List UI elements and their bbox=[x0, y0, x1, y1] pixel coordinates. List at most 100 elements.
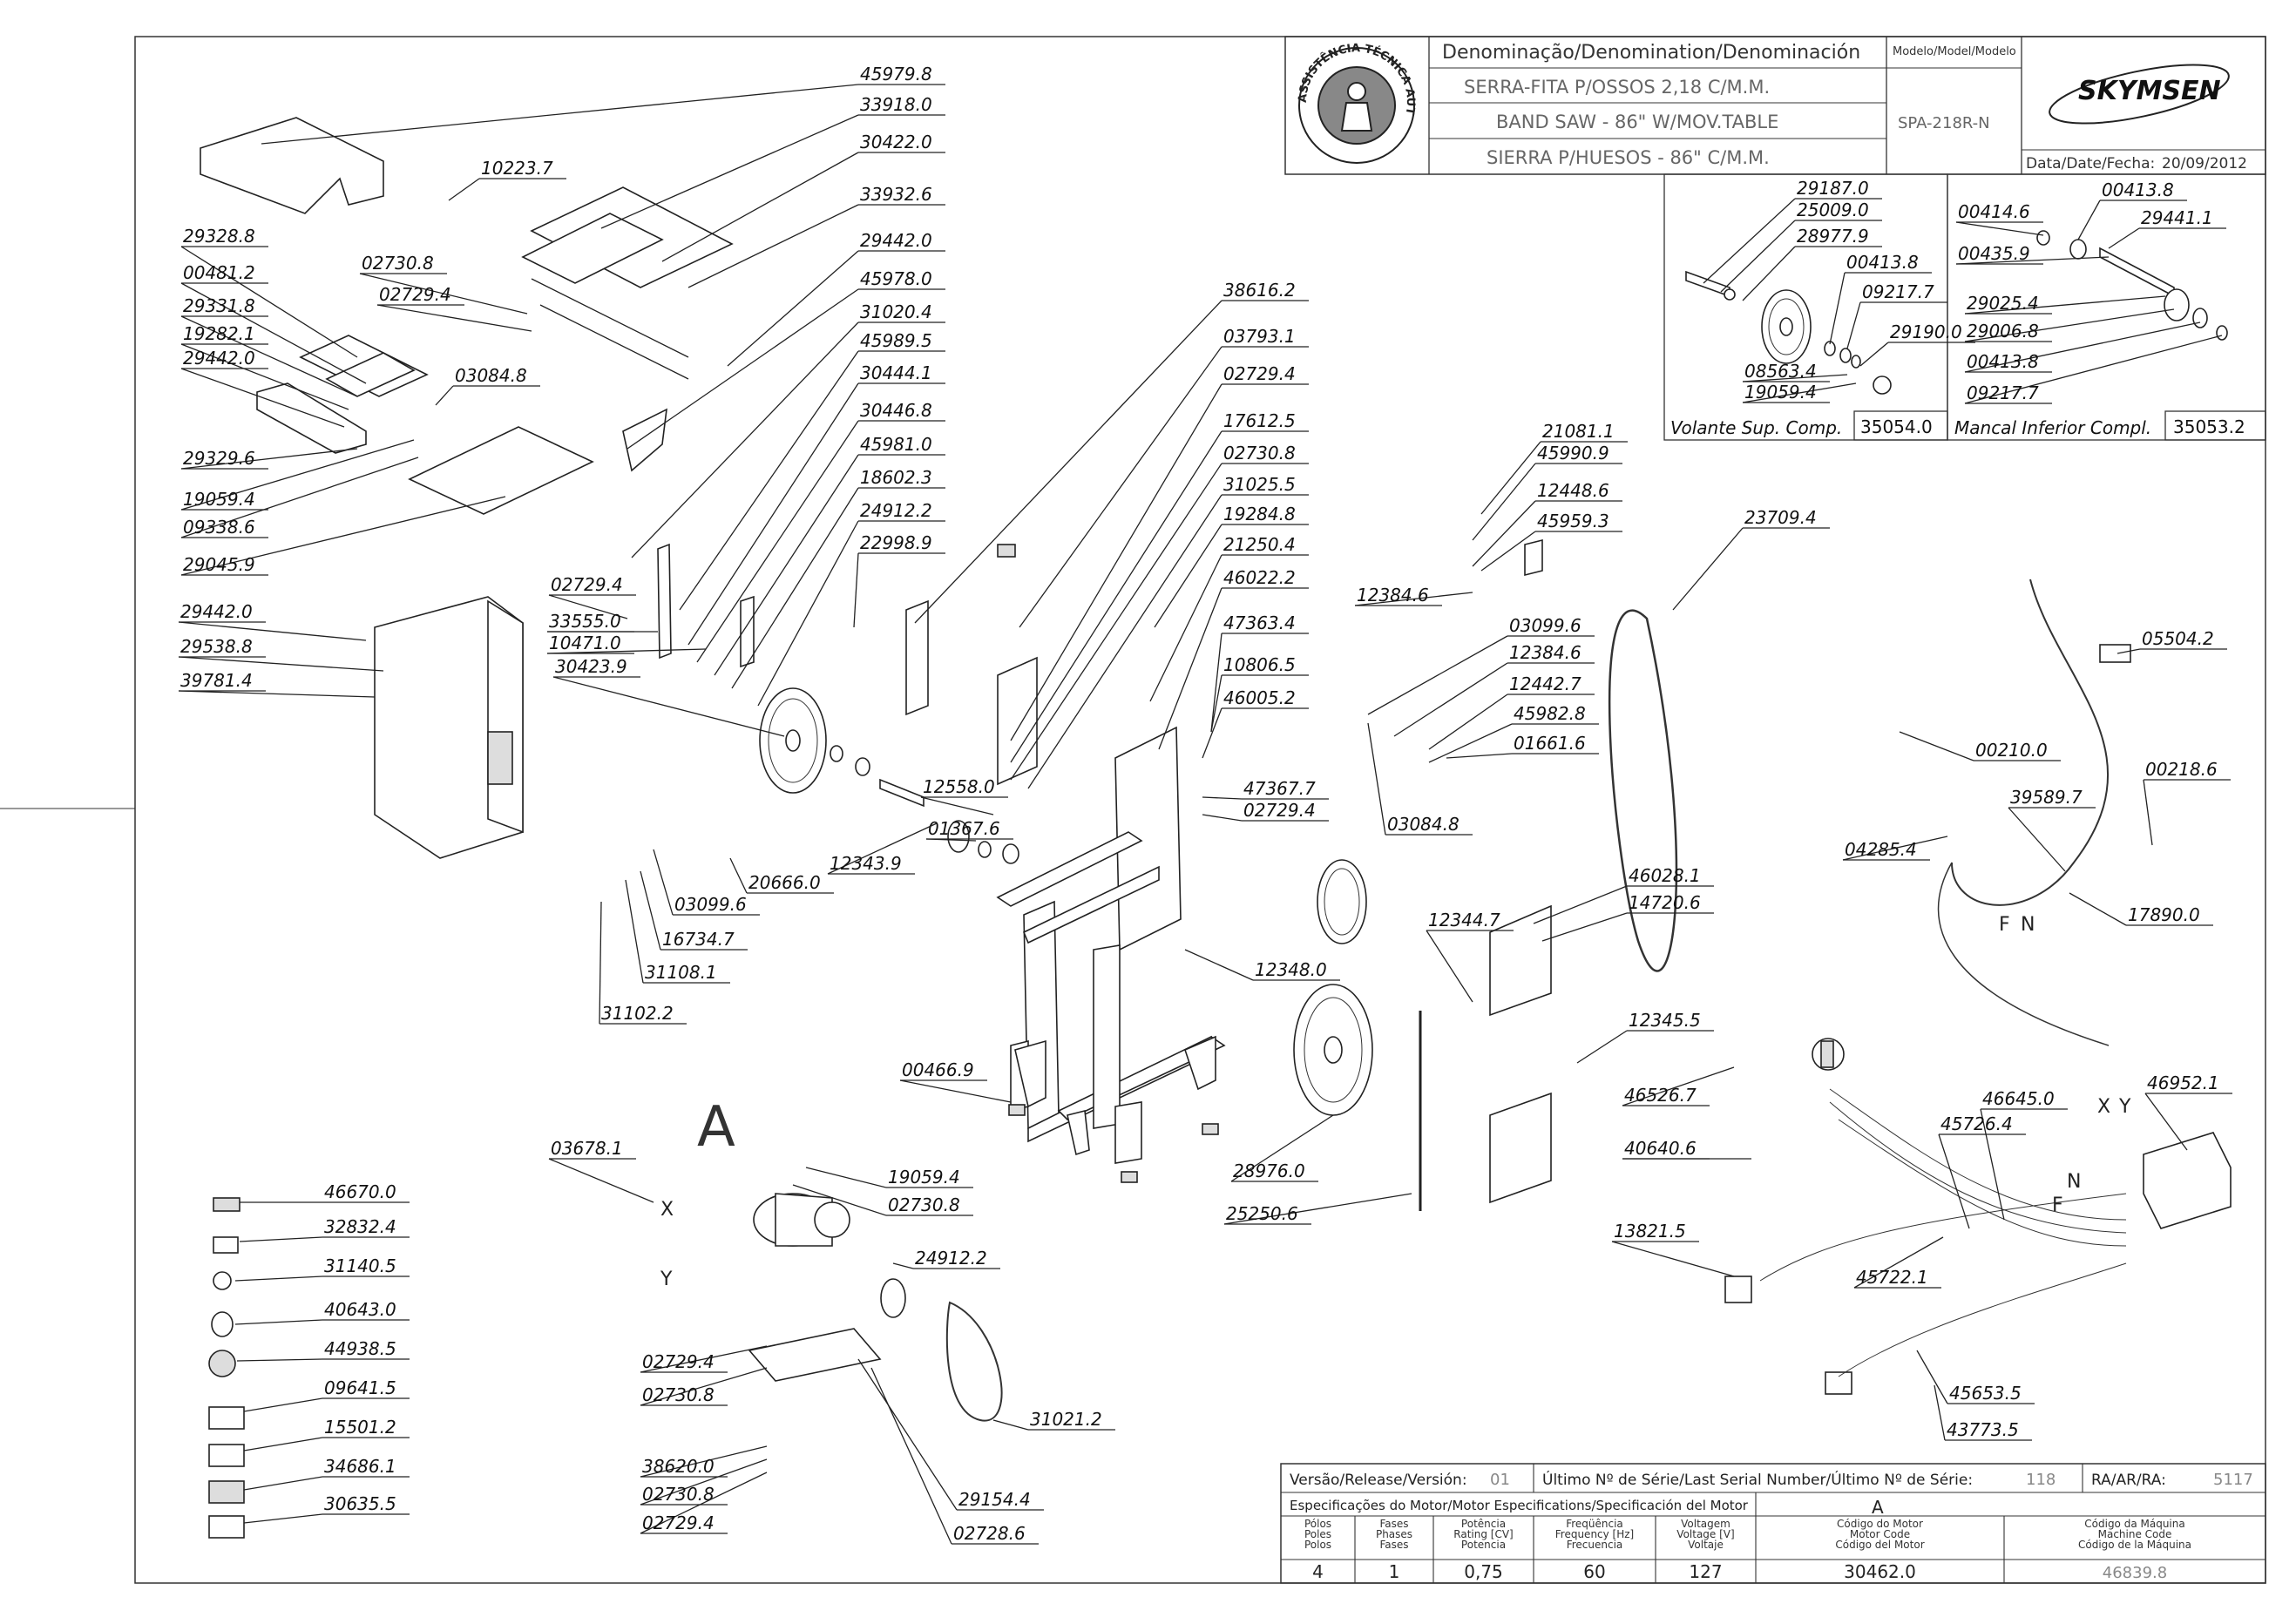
spec-value: 1 bbox=[1389, 1561, 1400, 1582]
legend-item-2 bbox=[213, 1236, 239, 1254]
leader-line bbox=[1964, 308, 2175, 342]
leader-line bbox=[180, 439, 415, 511]
part-number-label: 39781.4 bbox=[180, 670, 253, 691]
version-label: Versão/Release/Versión: bbox=[1290, 1472, 1467, 1489]
release-and-motor-table: Versão/Release/Versión: 01 Último Nº de … bbox=[1280, 1463, 2266, 1584]
part-number-label: 13821.5 bbox=[1614, 1221, 1686, 1242]
part-number-label: 09217.7 bbox=[1967, 382, 2039, 403]
leader-line bbox=[600, 114, 859, 229]
part-number-label: 29329.6 bbox=[183, 448, 255, 469]
part-number-labels: 45979.833918.030422.033932.629442.045978… bbox=[178, 64, 2232, 1545]
part-number-label: 19284.8 bbox=[1223, 504, 1296, 524]
spec-column-header: Motor Code bbox=[1850, 1528, 1910, 1540]
leader-line bbox=[178, 656, 384, 672]
part-number-label: 30446.8 bbox=[860, 400, 932, 421]
spec-column-header: Voltage [V] bbox=[1676, 1528, 1734, 1540]
part-number-label: 29025.4 bbox=[1967, 293, 2039, 314]
part-number-label: 00481.2 bbox=[183, 262, 255, 283]
leader-line bbox=[180, 282, 367, 384]
part-number-label: 12384.6 bbox=[1357, 585, 1429, 606]
part-number-label: 25009.0 bbox=[1797, 200, 1869, 220]
part-number-label: 09338.6 bbox=[183, 517, 255, 538]
part-number-label: 02730.8 bbox=[888, 1194, 960, 1215]
wire-label-n2: N bbox=[2067, 1171, 2081, 1193]
leader-line bbox=[243, 1476, 323, 1491]
spec-column-header: Código do Motor bbox=[1837, 1518, 1923, 1530]
part-number-label: 12384.6 bbox=[1509, 642, 1581, 663]
leader-line bbox=[1934, 1384, 1946, 1441]
ra-value: 5117 bbox=[2213, 1471, 2253, 1489]
part-number-label: 02729.4 bbox=[1243, 800, 1316, 821]
part-number-label: 29187.0 bbox=[1797, 178, 1869, 199]
part-number-label: 43773.5 bbox=[1947, 1419, 2019, 1440]
part-number-label: 04285.4 bbox=[1845, 839, 1917, 860]
leader-line bbox=[261, 84, 859, 145]
part-number-label: 00413.8 bbox=[1846, 252, 1919, 273]
leader-line bbox=[546, 648, 707, 654]
part-number-label: 29328.8 bbox=[183, 226, 255, 247]
part-number-label: 46022.2 bbox=[1223, 567, 1296, 588]
leader-line bbox=[687, 382, 859, 646]
wire-label-n: N bbox=[2021, 914, 2035, 936]
leader-line bbox=[1853, 1236, 1944, 1289]
spec-column-header: Phases bbox=[1376, 1528, 1412, 1540]
model-header: Modelo/Model/Modelo bbox=[1893, 45, 2016, 58]
spec-column-header: Pólos bbox=[1304, 1518, 1331, 1530]
leader-line bbox=[548, 594, 628, 619]
leader-line bbox=[640, 1472, 768, 1534]
leader-line bbox=[1916, 1350, 1948, 1404]
spec-column-header: Potência bbox=[1461, 1518, 1506, 1530]
part-number-label: 33918.0 bbox=[860, 94, 932, 115]
spec-column-header: Frecuencia bbox=[1567, 1539, 1623, 1551]
serial-label: Último Nº de Série/Last Serial Number/Úl… bbox=[1542, 1470, 1973, 1489]
part-number-label: 03099.6 bbox=[1509, 615, 1581, 636]
part-number-label: 45978.0 bbox=[860, 268, 932, 289]
leader-line bbox=[727, 250, 859, 367]
wire-label-f: F bbox=[1999, 914, 2010, 936]
leader-line bbox=[435, 385, 454, 406]
leader-line bbox=[1027, 494, 1223, 789]
stamp-text: ASSISTÊNCIA TÉCNICA AUTORIZADA bbox=[0, 0, 1417, 116]
part-number-label: 47363.4 bbox=[1223, 612, 1296, 633]
part-number-label: 44938.5 bbox=[324, 1338, 396, 1359]
leader-line bbox=[653, 849, 674, 916]
leader-line bbox=[180, 246, 358, 358]
leader-line bbox=[234, 1276, 323, 1282]
part-number-label: 17890.0 bbox=[2128, 904, 2200, 925]
legend-item-9 bbox=[208, 1515, 245, 1539]
leader-line bbox=[696, 420, 859, 663]
part-number-label: 31108.1 bbox=[645, 962, 717, 983]
leader-line bbox=[180, 457, 419, 538]
leader-line bbox=[1223, 1193, 1412, 1225]
leader-line bbox=[1367, 722, 1386, 836]
spec-value: 127 bbox=[1689, 1561, 1722, 1582]
drawing-border bbox=[134, 36, 2266, 1584]
leader-line bbox=[1472, 463, 1536, 541]
part-number-label: 29442.0 bbox=[183, 348, 255, 369]
part-number-label: 46526.7 bbox=[1624, 1085, 1697, 1106]
authorized-service-stamp: ASSISTÊNCIA TÉCNICA AUTORIZADA bbox=[0, 0, 1417, 164]
part-number-label: 31140.5 bbox=[324, 1255, 396, 1276]
leader-line bbox=[548, 1158, 654, 1203]
part-number-label: 29441.1 bbox=[2141, 207, 2213, 228]
spec-column-header: Freqüência bbox=[1566, 1518, 1623, 1530]
part-number-label: 46952.1 bbox=[2147, 1073, 2219, 1093]
part-number-label: 46005.2 bbox=[1223, 687, 1296, 708]
part-number-label: 02728.6 bbox=[953, 1523, 1026, 1544]
part-number-label: 00435.9 bbox=[1958, 243, 2030, 264]
legend-item-7 bbox=[208, 1444, 245, 1467]
wire-label-x: X bbox=[660, 1199, 674, 1221]
spec-value: 30462.0 bbox=[1844, 1561, 1916, 1582]
part-number-label: 46028.1 bbox=[1629, 865, 1701, 886]
spec-column-header: Voltagem bbox=[1681, 1518, 1730, 1530]
leader-line bbox=[1842, 836, 1948, 861]
part-number-label: 02730.8 bbox=[1223, 443, 1296, 464]
part-number-label: 00210.0 bbox=[1975, 740, 2048, 761]
leader-line bbox=[234, 1319, 323, 1325]
leader-line bbox=[180, 496, 506, 576]
part-number-label: 30422.0 bbox=[860, 132, 932, 152]
part-number-label: 00414.6 bbox=[1958, 201, 2030, 222]
part-number-label: 12345.5 bbox=[1629, 1010, 1701, 1031]
part-number-label: 31102.2 bbox=[601, 1003, 674, 1024]
leader-line bbox=[1367, 635, 1508, 715]
